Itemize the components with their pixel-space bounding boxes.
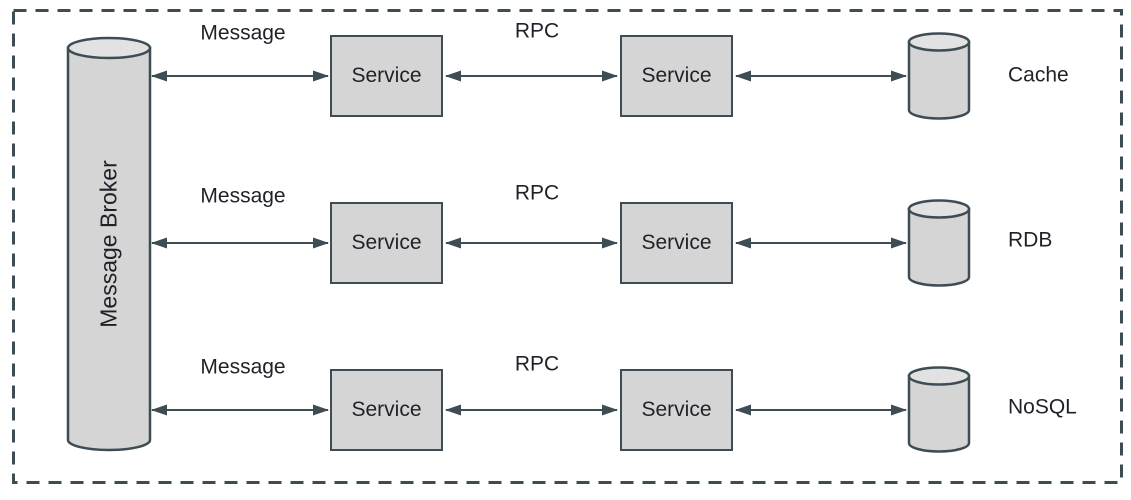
service-box: Service [620, 369, 733, 451]
message-label: Message [200, 21, 286, 45]
rpc-label: RPC [514, 181, 560, 205]
message-broker-cylinder [66, 36, 152, 452]
datastore-label-rdb: RDB [1008, 228, 1053, 252]
service-label: Service [351, 398, 422, 421]
rpc-label: RPC [514, 352, 560, 376]
service-box: Service [330, 369, 443, 451]
cache-database-cylinder [907, 32, 971, 120]
service-box: Service [620, 35, 733, 117]
rpc-label: RPC [514, 19, 560, 43]
message-label: Message [200, 184, 286, 208]
datastore-label-cache: Cache [1008, 63, 1069, 87]
diagram-boundary [12, 9, 1123, 484]
message-label: Message [200, 355, 286, 379]
service-label: Service [641, 398, 712, 421]
service-label: Service [351, 231, 422, 254]
service-box: Service [620, 202, 733, 284]
message-broker-label: Message Broker [95, 160, 122, 328]
service-box: Service [330, 35, 443, 117]
service-box: Service [330, 202, 443, 284]
service-label: Service [351, 64, 422, 87]
nosql-database-cylinder [907, 366, 971, 453]
rdb-database-cylinder [907, 199, 971, 287]
service-label: Service [641, 64, 712, 87]
service-label: Service [641, 231, 712, 254]
datastore-label-nosql: NoSQL [1008, 395, 1077, 419]
